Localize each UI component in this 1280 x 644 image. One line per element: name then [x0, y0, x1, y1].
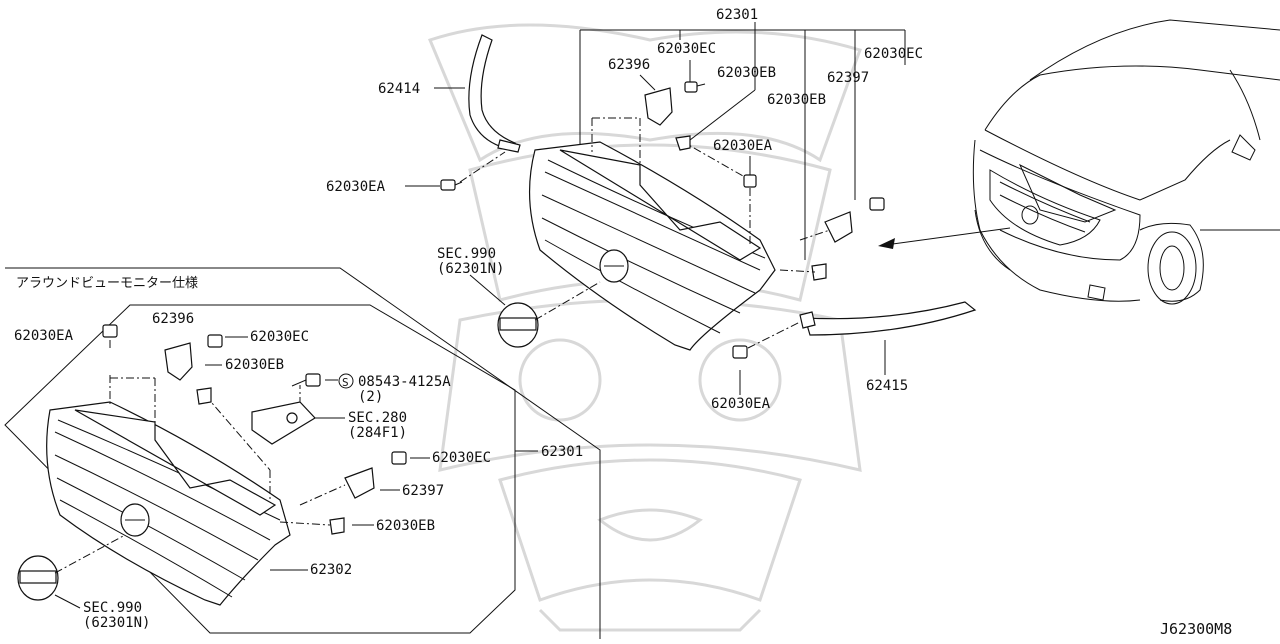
inset-label-62397: 62397 — [402, 483, 444, 499]
inset-bracket-62396 — [164, 342, 193, 381]
clip-62030EC-a — [684, 81, 706, 93]
inset-label-62301: 62301 — [541, 444, 583, 460]
location-arrow — [884, 227, 1011, 246]
inset-label-62030EB-b: 62030EB — [376, 518, 435, 534]
inset-grille-62302 — [46, 401, 291, 606]
grille-62301 — [528, 141, 776, 351]
inset-bracket-62397 — [344, 467, 375, 499]
diagram-reference: J62300M8 — [1160, 620, 1232, 638]
inset-clip-62030EC-a — [207, 334, 223, 348]
clip-62030EA-a — [440, 179, 463, 191]
inset-label-62302: 62302 — [310, 562, 352, 578]
inset-label-62396: 62396 — [152, 311, 194, 327]
label-62030EB-b: 62030EB — [767, 92, 826, 108]
label-62030EA-a: 62030EA — [326, 179, 386, 195]
label-62030EA-b: 62030EA — [713, 138, 773, 154]
label-sec990-top-sub: (62301N) — [437, 261, 504, 277]
inset-label-62030EA: 62030EA — [14, 328, 74, 344]
bracket-62397-top — [824, 211, 853, 243]
clip-62030EB-b — [811, 263, 827, 281]
inset-title: アラウンドビューモニター仕様 — [16, 276, 198, 291]
label-62397-top: 62397 — [827, 70, 869, 86]
inset-clip-62030EA — [102, 324, 118, 338]
inset-emblem-sec990 — [17, 555, 59, 601]
clip-62030EA-b — [743, 174, 757, 188]
label-62415: 62415 — [866, 378, 908, 394]
clip-62030EB-a — [675, 135, 691, 151]
standard-part-symbol — [338, 373, 354, 389]
inset-around-view-monitor: アラウンドビューモニター仕様 62030EA 62396 62030EC 620… — [4, 267, 601, 639]
inset-label-62030EC-a: 62030EC — [250, 329, 309, 345]
vehicle-illustration — [972, 19, 1280, 305]
clip-62030EC-b — [869, 197, 885, 211]
inset-label-sec990-sub: (62301N) — [83, 615, 150, 631]
label-62396-top: 62396 — [608, 57, 650, 73]
inset-label-62030EB-a: 62030EB — [225, 357, 284, 373]
label-62301-top: 62301 — [716, 7, 758, 23]
screw-symbol-letter: S — [342, 376, 349, 389]
inset-label-sec990: SEC.990 — [83, 600, 142, 616]
inset-label-sec280: SEC.280 — [348, 410, 407, 426]
label-sec990-top: SEC.990 — [437, 246, 496, 262]
label-62030EC-a: 62030EC — [657, 41, 716, 57]
callout-62301-bracket — [579, 22, 906, 260]
inset-screw-08543 — [291, 373, 321, 387]
label-62030EB-a: 62030EB — [717, 65, 776, 81]
inset-clip-62030EC-b — [391, 451, 407, 465]
inset-clip-62030EB-a — [196, 387, 212, 405]
inset-label-screw-qty: (2) — [358, 389, 383, 405]
clip-62030EA-c — [732, 345, 748, 359]
label-62414: 62414 — [378, 81, 420, 97]
label-62030EC-b: 62030EC — [864, 46, 923, 62]
inset-camera-sec280 — [251, 401, 316, 445]
inset-label-screw: 08543-4125A — [358, 374, 451, 390]
bracket-62396-top — [644, 87, 673, 126]
trim-strip-62415 — [804, 301, 977, 336]
label-62030EA-c: 62030EA — [711, 396, 771, 412]
trim-strip-62414 — [468, 34, 517, 149]
inset-clip-62030EB-b — [329, 517, 345, 535]
inset-label-62030EC-b: 62030EC — [432, 450, 491, 466]
inset-label-sec280-sub: (284F1) — [348, 425, 407, 441]
main-assembly: 62301 62030EC 62396 62030EB 62030EB 6239… — [326, 7, 1011, 412]
watermark-emblem — [427, 23, 862, 632]
emblem-sec990-top — [497, 302, 539, 348]
